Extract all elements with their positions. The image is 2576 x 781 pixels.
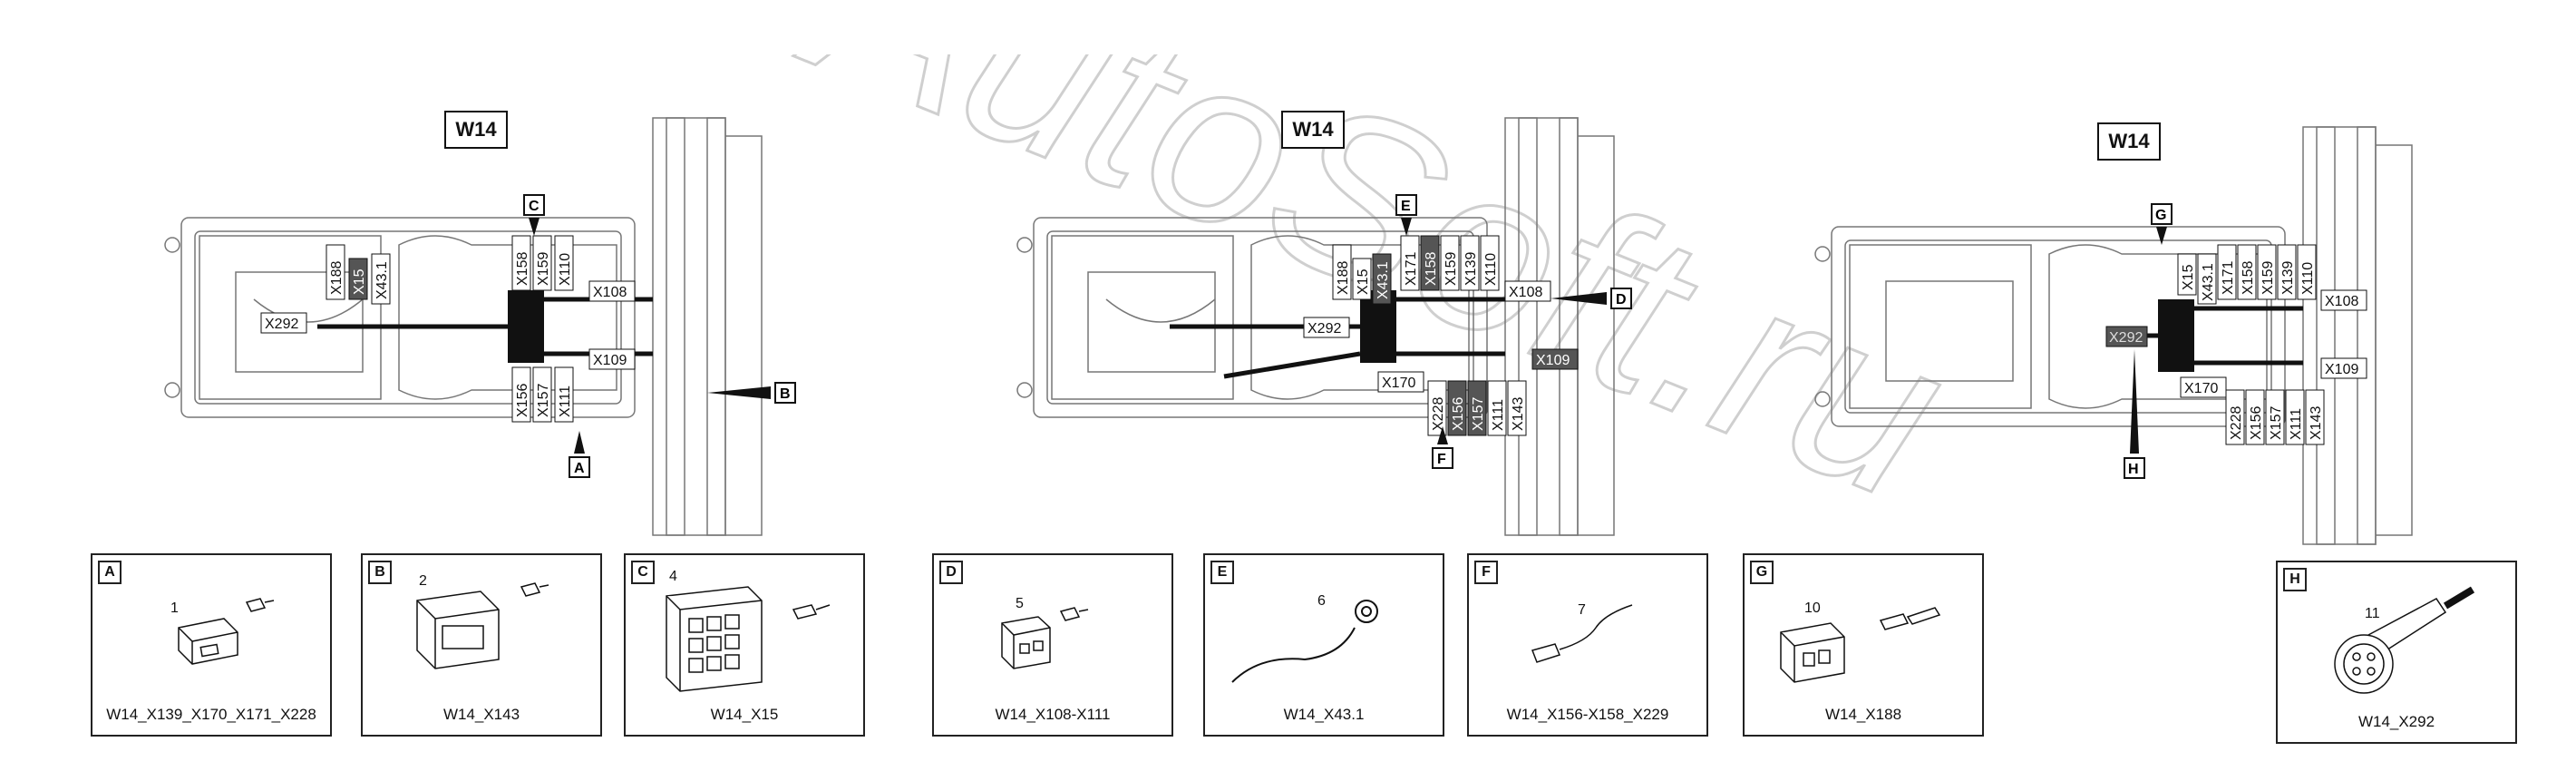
round-connector-icon — [2334, 586, 2475, 694]
terminal-icon — [1531, 604, 1633, 663]
panel-caption: W14_X108-X111 — [995, 706, 1111, 723]
detail-panel-h: H 11 W14_X292 — [2276, 561, 2517, 744]
panel-caption: W14_X143 — [442, 706, 520, 723]
d2-label-x188: X188 — [1336, 261, 1351, 295]
part-number: 10 — [1804, 600, 1821, 616]
d2-callout-f: F — [1437, 452, 1446, 467]
d2-label-x156: X156 — [1451, 397, 1466, 431]
d1-label-x110: X110 — [558, 253, 573, 286]
d2-callout-e: E — [1401, 199, 1411, 214]
detail-panel-g: G 10 W14_X188 — [1743, 553, 1984, 737]
d3-callout-h: H — [2128, 462, 2139, 477]
d3-label-x143: X143 — [2309, 406, 2324, 440]
panel-caption: W14_X139_X170_X171_X228 — [106, 706, 316, 723]
d2-label-x159: X159 — [1444, 252, 1459, 286]
detail-panel-b: B 2 W14_X143 — [361, 553, 602, 737]
d3-label-x156: X156 — [2249, 406, 2264, 440]
d3-label-x171: X171 — [2221, 261, 2236, 295]
d1-label-x108: X108 — [593, 285, 627, 300]
d2-label-x110: X110 — [1483, 253, 1499, 286]
connector-icon — [1780, 607, 1941, 683]
d1-label-x156: X156 — [515, 384, 530, 417]
d1-label-x15: X15 — [352, 268, 367, 295]
d2-label-x143: X143 — [1511, 397, 1526, 431]
panel-letter: A — [98, 561, 122, 584]
panel-caption: W14_X15 — [710, 706, 779, 723]
d3-label-x228: X228 — [2229, 406, 2244, 440]
d1-label-x188: X188 — [329, 261, 345, 295]
panel-letter: F — [1474, 561, 1498, 584]
d3-label-x157: X157 — [2269, 406, 2284, 440]
d3-callout-g: G — [2155, 208, 2166, 223]
d2-label-x157: X157 — [1471, 397, 1486, 431]
d3-label-x159: X159 — [2260, 261, 2276, 295]
part-number: 11 — [2365, 606, 2380, 621]
d3-label-x111: X111 — [2289, 408, 2304, 440]
d3-label-x158: X158 — [2241, 261, 2256, 295]
diagram3-title: W14 — [2097, 122, 2161, 161]
vehicle-diagram-3: X292 X15 X43.1 X171 X158 X159 X139 X110 … — [1813, 109, 2484, 553]
part-number: 6 — [1317, 593, 1326, 609]
d2-label-x15: X15 — [1356, 268, 1371, 295]
d1-label-x43-1: X43.1 — [374, 261, 390, 299]
d3-label-x15: X15 — [2181, 264, 2196, 290]
part-number: 7 — [1578, 602, 1586, 618]
d1-label-x157: X157 — [536, 384, 551, 417]
panel-caption: W14_X43.1 — [1283, 706, 1365, 723]
panel-letter: D — [939, 561, 963, 584]
detail-panel-c: C 4 W14_X15 — [624, 553, 865, 737]
detail-panel-f: F 7 W14_X156-X158_X229 — [1467, 553, 1708, 737]
d3-label-x43-1: X43.1 — [2201, 263, 2216, 301]
vehicle-diagram-2: X292 X188 X15 X43.1 X171 X158 X159 X139 … — [1016, 109, 1687, 553]
d3-label-x110: X110 — [2300, 262, 2316, 295]
ring-terminal-icon — [1231, 600, 1378, 683]
part-number: 1 — [170, 600, 179, 616]
d2-label-x111: X111 — [1491, 399, 1506, 431]
d1-callout-c: C — [529, 199, 540, 214]
d2-label-x158: X158 — [1424, 252, 1439, 286]
panel-letter: H — [2283, 568, 2307, 591]
vehicle-diagram-1: X292 X188 X15 X43.1 X158 X159 X110 X108 … — [163, 109, 834, 553]
connector-icon — [178, 598, 275, 665]
d3-label-x108: X108 — [2325, 294, 2358, 309]
d1-label-x158: X158 — [515, 252, 530, 286]
connector-icon — [1001, 607, 1089, 669]
d1-label-x109: X109 — [593, 353, 627, 368]
d3-label-x292: X292 — [2109, 330, 2143, 346]
panel-caption: W14_X292 — [2357, 713, 2435, 730]
detail-panel-d: D 5 W14_X108-X111 — [932, 553, 1173, 737]
detail-panel-e: E 6 W14_X43.1 — [1203, 553, 1444, 737]
diagram1-title: W14 — [444, 111, 508, 149]
part-number: 4 — [669, 569, 677, 584]
d1-callout-a: A — [574, 461, 585, 476]
detail-panel-a: A 1 W14_X139_X170_X171_X228 — [91, 553, 332, 737]
d2-callout-d: D — [1616, 292, 1627, 308]
connector-icon — [416, 582, 549, 669]
d2-label-x108: X108 — [1509, 285, 1542, 300]
panel-letter: C — [631, 561, 655, 584]
d2-label-x292: X292 — [1307, 321, 1341, 337]
diagram2-title: W14 — [1281, 111, 1345, 149]
connector-icon — [666, 586, 831, 692]
panel-letter: G — [1750, 561, 1774, 584]
d2-label-x109: X109 — [1536, 353, 1570, 368]
d3-label-x139: X139 — [2280, 261, 2296, 295]
panel-letter: E — [1210, 561, 1234, 584]
d2-label-x170: X170 — [1382, 376, 1415, 391]
d2-label-x171: X171 — [1404, 252, 1419, 286]
panel-letter: B — [368, 561, 392, 584]
panel-caption: W14_X156-X158_X229 — [1506, 706, 1669, 723]
part-number: 2 — [419, 573, 427, 589]
d2-label-x228: X228 — [1431, 397, 1446, 431]
d1-label-x159: X159 — [536, 252, 551, 286]
panel-caption: W14_X188 — [1824, 706, 1902, 723]
d1-label-x292: X292 — [265, 317, 298, 332]
d1-label-x111: X111 — [558, 386, 573, 417]
d3-label-x170: X170 — [2184, 381, 2218, 396]
part-number: 5 — [1016, 596, 1024, 611]
d3-label-x109: X109 — [2325, 362, 2358, 377]
d1-callout-b: B — [780, 386, 791, 402]
d2-label-x43-1: X43.1 — [1375, 261, 1391, 299]
d2-label-x139: X139 — [1463, 252, 1479, 286]
